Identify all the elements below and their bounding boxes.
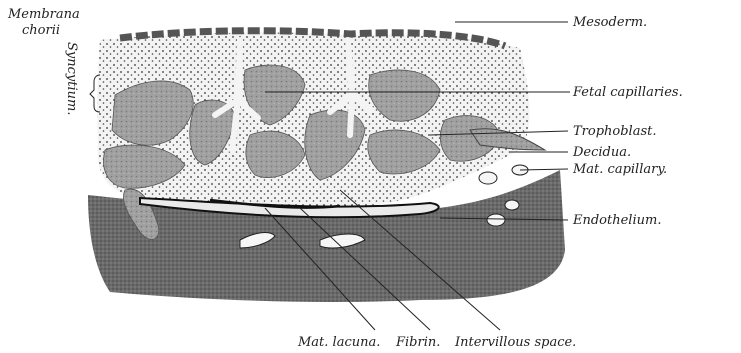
- label-syncytium: Syncytium.: [64, 42, 79, 115]
- label-mesoderm: Mesoderm.: [572, 15, 647, 30]
- label-endothelium: Endothelium.: [572, 213, 661, 228]
- label-membrana-chorii-line2: chorii: [22, 23, 60, 38]
- label-decidua: Decidua.: [572, 145, 631, 160]
- label-fibrin: Fibrin.: [395, 335, 440, 350]
- label-fetal-capillaries: Fetal capillaries.: [572, 85, 683, 100]
- label-trophoblast: Trophoblast.: [573, 124, 657, 139]
- label-membrana-chorii-line1: Membrana: [7, 7, 80, 22]
- label-intervillous-space: Intervillous space.: [454, 335, 576, 350]
- label-mat-capillary: Mat. capillary.: [572, 162, 667, 177]
- label-mat-lacuna: Mat. lacuna.: [297, 335, 380, 350]
